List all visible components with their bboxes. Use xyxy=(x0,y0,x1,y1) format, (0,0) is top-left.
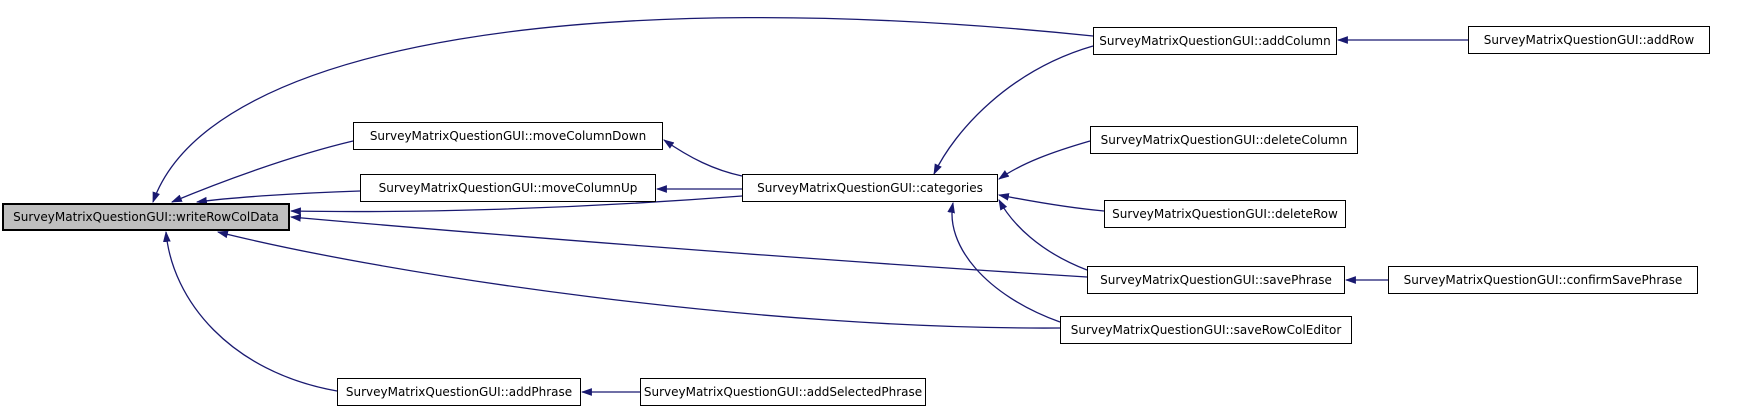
node-addColumn[interactable]: SurveyMatrixQuestionGUI::addColumn xyxy=(1093,27,1337,55)
node-label: SurveyMatrixQuestionGUI::moveColumnDown xyxy=(369,129,647,143)
edge-categories-to-writeRowColData xyxy=(289,195,743,216)
node-categories[interactable]: SurveyMatrixQuestionGUI::categories xyxy=(742,174,998,202)
node-label: SurveyMatrixQuestionGUI::confirmSavePhra… xyxy=(1403,273,1683,287)
edge-deleteRow-to-categories xyxy=(997,193,1105,212)
node-moveColumnUp[interactable]: SurveyMatrixQuestionGUI::moveColumnUp xyxy=(360,174,656,202)
node-deleteRow[interactable]: SurveyMatrixQuestionGUI::deleteRow xyxy=(1104,200,1346,228)
node-label: SurveyMatrixQuestionGUI::addColumn xyxy=(1099,34,1331,48)
edge-savePhrase-to-writeRowColData xyxy=(289,214,1088,278)
node-saveRowColEditor[interactable]: SurveyMatrixQuestionGUI::saveRowColEdito… xyxy=(1060,316,1352,344)
node-label: SurveyMatrixQuestionGUI::savePhrase xyxy=(1100,273,1332,287)
edge-moveColumnDown-to-writeRowColData xyxy=(170,140,354,203)
node-addPhrase[interactable]: SurveyMatrixQuestionGUI::addPhrase xyxy=(337,378,581,406)
node-addRow[interactable]: SurveyMatrixQuestionGUI::addRow xyxy=(1468,26,1710,54)
node-deleteColumn[interactable]: SurveyMatrixQuestionGUI::deleteColumn xyxy=(1090,126,1358,154)
edge-saveRowColEditor-to-writeRowColData xyxy=(216,230,1061,329)
node-savePhrase[interactable]: SurveyMatrixQuestionGUI::savePhrase xyxy=(1087,266,1345,294)
node-label: SurveyMatrixQuestionGUI::moveColumnUp xyxy=(378,181,638,195)
node-label: SurveyMatrixQuestionGUI::addSelectedPhra… xyxy=(643,385,923,399)
node-label: SurveyMatrixQuestionGUI::addPhrase xyxy=(345,385,573,399)
node-label: SurveyMatrixQuestionGUI::saveRowColEdito… xyxy=(1070,323,1342,337)
node-label: SurveyMatrixQuestionGUI::addRow xyxy=(1483,33,1695,47)
node-label: SurveyMatrixQuestionGUI::deleteColumn xyxy=(1100,133,1348,147)
node-addSelectedPhrase[interactable]: SurveyMatrixQuestionGUI::addSelectedPhra… xyxy=(640,378,926,406)
node-label: SurveyMatrixQuestionGUI::writeRowColData xyxy=(13,210,279,224)
node-label: SurveyMatrixQuestionGUI::deleteRow xyxy=(1112,207,1338,221)
edge-deleteColumn-to-categories xyxy=(998,140,1091,180)
edge-categories-to-moveColumnDown xyxy=(663,139,743,177)
node-moveColumnDown[interactable]: SurveyMatrixQuestionGUI::moveColumnDown xyxy=(353,122,663,150)
edge-addColumn-to-categories xyxy=(933,45,1094,175)
node-label: SurveyMatrixQuestionGUI::categories xyxy=(757,181,983,195)
edge-saveRowColEditor-to-categories xyxy=(947,201,1061,323)
edge-addColumn-to-writeRowColData xyxy=(152,16,1094,204)
edge-addPhrase-to-writeRowColData xyxy=(163,230,338,392)
node-writeRowColData: SurveyMatrixQuestionGUI::writeRowColData xyxy=(2,203,290,231)
edge-savePhrase-to-categories xyxy=(998,199,1088,271)
node-confirmSavePhrase[interactable]: SurveyMatrixQuestionGUI::confirmSavePhra… xyxy=(1388,266,1698,294)
edge-moveColumnUp-to-writeRowColData xyxy=(195,190,361,205)
